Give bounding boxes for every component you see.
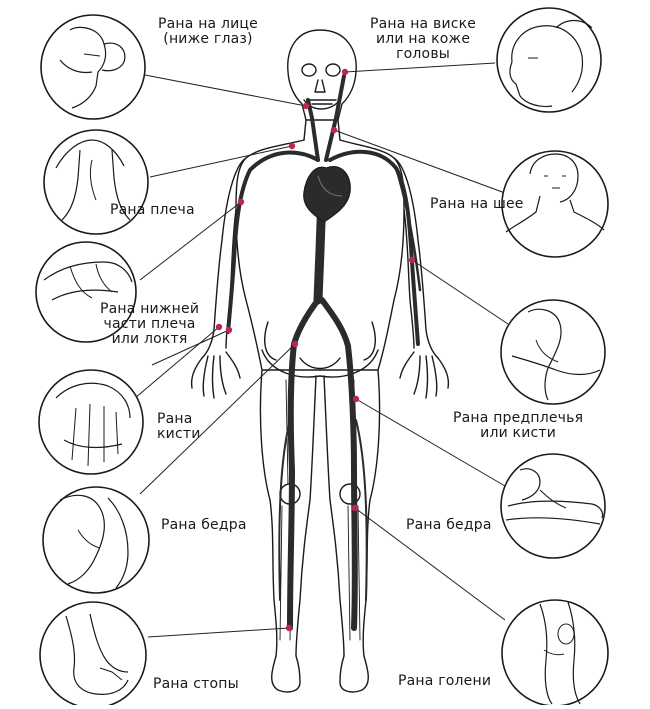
label-forearm: Рана предплечья или кисти <box>453 411 583 441</box>
point-thigh-right <box>352 395 360 403</box>
point-temple <box>341 68 349 76</box>
leader-neck <box>333 129 506 194</box>
teeth <box>307 99 337 105</box>
leader-lines <box>134 62 509 638</box>
label-hand-line1: Рана <box>157 411 193 427</box>
label-upper-arm-line2: части плеча <box>103 316 196 332</box>
label-neck: Рана на шее <box>430 197 524 212</box>
heart <box>303 166 351 223</box>
leader-face <box>144 74 307 107</box>
label-hand-line2: кисти <box>157 426 201 442</box>
label-temple-line3: головы <box>396 46 451 62</box>
vignette-shoulder <box>43 129 149 235</box>
label-face: Рана на лице (ниже глаз) <box>158 17 258 47</box>
vignettes-right <box>496 7 609 707</box>
leg-left <box>259 369 317 657</box>
label-foot-line1: Рана стопы <box>153 676 239 692</box>
point-shoulder <box>288 142 296 150</box>
vignette-hand <box>38 369 144 475</box>
vignette-neck <box>501 150 609 258</box>
pelvis-bones <box>264 321 376 370</box>
foot-left <box>271 655 301 693</box>
head-outline <box>287 29 357 121</box>
pelvis <box>261 349 379 378</box>
knee-right <box>339 483 361 505</box>
leader-thigh-left <box>139 343 296 495</box>
leader-hand <box>151 329 230 366</box>
leader-forearm <box>411 259 509 325</box>
point-forearm <box>408 256 416 264</box>
point-wrist <box>225 326 233 334</box>
label-shin: Рана голени <box>398 674 491 689</box>
point-upper-arm <box>237 198 245 206</box>
vignettes-left <box>35 14 150 709</box>
label-temple: Рана на виске или на коже головы <box>370 17 476 62</box>
body-figure <box>190 29 450 693</box>
label-neck-line1: Рана на шее <box>430 196 524 212</box>
point-elbow <box>215 323 223 331</box>
label-face-line1: Рана на лице <box>158 16 258 32</box>
point-foot <box>285 624 293 632</box>
label-upper-arm-line1: Рана нижней <box>100 301 200 317</box>
point-face <box>302 102 310 110</box>
neck-outline <box>303 119 341 141</box>
label-shoulder-line1: Рана плеча <box>110 202 195 218</box>
label-shin-line1: Рана голени <box>398 673 492 689</box>
label-face-line2: (ниже глаз) <box>163 31 253 47</box>
pressure-points <box>215 68 416 632</box>
label-thigh-right: Рана бедра <box>406 518 492 533</box>
nose <box>314 79 326 93</box>
label-thigh-left: Рана бедра <box>161 518 247 533</box>
vignette-forearm <box>500 299 606 405</box>
label-foot: Рана стопы <box>153 677 239 692</box>
point-neck <box>330 126 338 134</box>
hand-left <box>190 351 241 399</box>
vignette-face <box>40 14 146 120</box>
foot-right <box>339 655 369 693</box>
label-forearm-line2: или кисти <box>480 425 557 441</box>
label-shoulder: Рана плеча <box>110 203 195 218</box>
label-thigh-right-line1: Рана бедра <box>406 517 492 533</box>
label-thigh-left-line1: Рана бедра <box>161 517 247 533</box>
torso-outline <box>235 139 405 371</box>
leader-shoulder <box>149 145 293 178</box>
arteries <box>226 74 422 631</box>
vignette-foot <box>39 601 147 709</box>
label-temple-line1: Рана на виске <box>370 16 477 32</box>
leg-right <box>323 369 381 657</box>
label-upper-arm: Рана нижней части плеча или локтя <box>100 302 199 347</box>
point-knee <box>351 504 359 512</box>
leader-hand2 <box>134 326 220 399</box>
vignette-thigh <box>42 486 150 594</box>
leader-upper-arm <box>139 201 242 281</box>
leader-shin <box>354 507 506 621</box>
vignette-shin <box>501 599 609 707</box>
leader-foot <box>147 627 290 638</box>
hand-right <box>399 351 450 399</box>
vignette-temple <box>496 7 602 113</box>
vignette-upper-arm <box>35 241 137 343</box>
vignette-thigh-right <box>500 453 606 559</box>
arm-right <box>393 157 439 359</box>
label-hand: Рана кисти <box>157 412 201 442</box>
label-forearm-line1: Рана предплечья <box>453 410 584 426</box>
eye-socket-right <box>325 63 341 77</box>
eye-socket-left <box>301 63 317 77</box>
label-upper-arm-line3: или локтя <box>111 331 188 347</box>
arm-left <box>201 157 247 359</box>
point-thigh-left <box>291 340 299 348</box>
leader-thigh-right <box>355 398 506 487</box>
leader-temple <box>344 62 496 73</box>
label-temple-line2: или на коже <box>375 31 471 47</box>
